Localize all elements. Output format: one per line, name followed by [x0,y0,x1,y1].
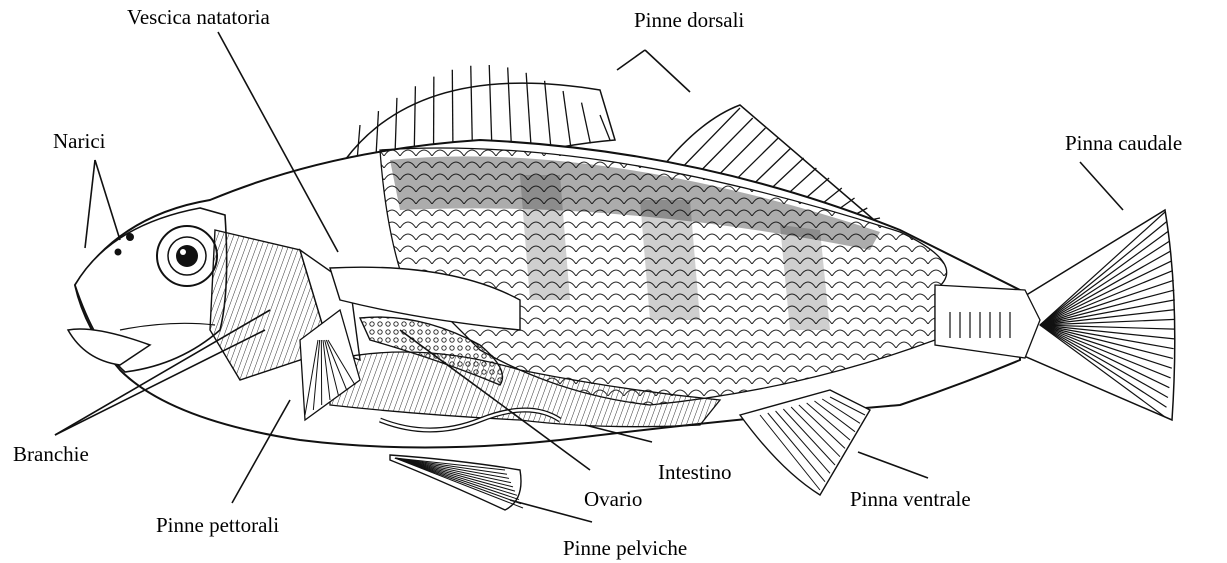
label-intestino: Intestino [658,462,732,483]
caudal-peduncle [935,285,1040,358]
leader-ventrale [858,452,928,478]
leader-pelviche [510,500,592,522]
label-pinne-pettorali: Pinne pettorali [156,515,279,536]
label-pinna-caudale: Pinna caudale [1065,133,1182,154]
label-narici: Narici [53,131,105,152]
label-ovario: Ovario [584,489,642,510]
leader-dorsali-2 [645,50,690,92]
label-vescica-natatoria: Vescica natatoria [127,7,270,28]
label-pinne-dorsali: Pinne dorsali [634,10,744,31]
leader-narici-2 [95,160,120,240]
pelvic-fin [390,455,523,510]
leader-narici-1 [85,160,95,248]
nostril [126,233,134,241]
label-pinne-pelviche: Pinne pelviche [563,538,687,559]
label-branchie: Branchie [13,444,89,465]
leader-dorsali-1 [617,50,645,70]
label-pinna-ventrale: Pinna ventrale [850,489,971,510]
leader-caudale [1080,162,1123,210]
